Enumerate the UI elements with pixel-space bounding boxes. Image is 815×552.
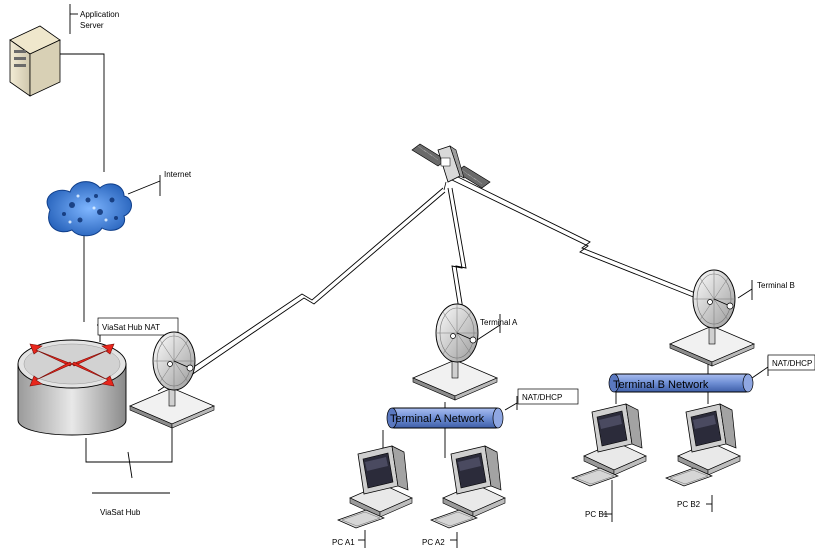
- terminal-b-network-bar[interactable]: [608, 373, 754, 393]
- pc-b1-label: PC B1: [585, 510, 609, 519]
- terminal-a-network-bar[interactable]: [386, 407, 504, 429]
- terminal-a-callout: [476, 324, 501, 341]
- pc-b2-label: PC B2: [677, 500, 701, 509]
- hub-nat-label: ViaSat Hub NAT: [102, 323, 160, 332]
- hub-router-icon[interactable]: [17, 339, 127, 436]
- pc-b2-icon[interactable]: [665, 403, 741, 487]
- pc-a2-label: PC A2: [422, 538, 445, 547]
- nat-dhcp-b-box: [767, 354, 815, 371]
- viasat-hub-label: ViaSat Hub: [100, 508, 141, 517]
- link-terminal-b: [451, 179, 707, 303]
- server-to-internet-link: [44, 53, 105, 172]
- connection-lines: [44, 4, 769, 548]
- internet-label: Internet: [164, 170, 192, 179]
- application-server-label-2: Server: [80, 21, 104, 30]
- terminal-a-label: Terminal A: [480, 318, 518, 327]
- pc-a2-icon[interactable]: [430, 445, 506, 529]
- satellite-icon[interactable]: [411, 143, 491, 191]
- internet-cloud-icon[interactable]: [46, 181, 132, 237]
- hub-nat-label-box: [97, 317, 179, 336]
- terminal-a-network-label: Terminal A Network: [390, 413, 485, 425]
- pc-a1-icon[interactable]: [337, 445, 413, 529]
- terminal-b-network-label: Terminal B Network: [613, 379, 709, 391]
- terminal-b-dish-icon[interactable]: [669, 269, 755, 367]
- satellite-links: [157, 175, 709, 396]
- application-server[interactable]: [9, 25, 61, 97]
- link-terminal-a: [447, 187, 463, 323]
- pc-b1-icon[interactable]: [571, 403, 647, 487]
- link-hub-dish: [157, 187, 444, 392]
- pc-a1-label: PC A1: [332, 538, 355, 547]
- application-server-label: Application: [80, 10, 119, 19]
- nat-dhcp-b-label: NAT/DHCP: [772, 359, 812, 368]
- hub-bus: [85, 400, 173, 463]
- hub-dish-icon[interactable]: [129, 331, 215, 429]
- nat-dhcp-a-label: NAT/DHCP: [522, 393, 562, 402]
- terminal-b-label: Terminal B: [757, 281, 795, 290]
- nat-dhcp-a-box: [517, 388, 579, 405]
